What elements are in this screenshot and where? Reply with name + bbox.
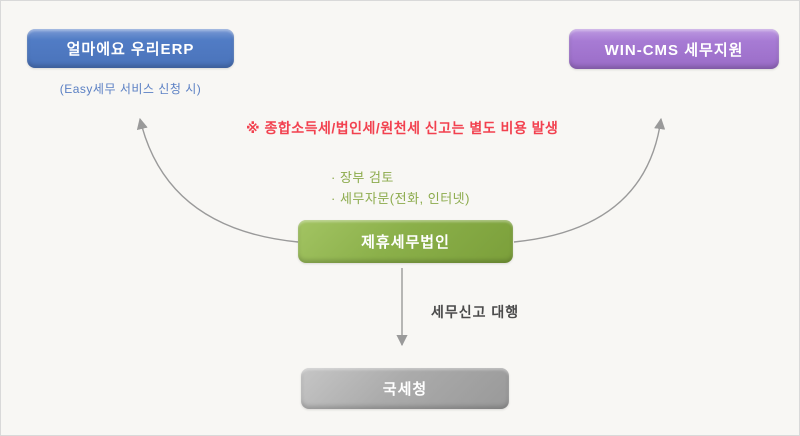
node-nts: 국세청: [301, 368, 509, 409]
erp-caption: (Easy세무 서비스 신청 시): [59, 82, 202, 96]
node-erp: 얼마에요 우리ERP: [27, 29, 234, 68]
node-wincms: WIN-CMS 세무지원: [569, 29, 779, 69]
node-partner: 제휴세무법인: [298, 220, 513, 263]
filing-label: 세무신고 대행: [431, 304, 520, 320]
service-item-bookkeeping: · 장부 검토: [331, 170, 394, 185]
service-item-consulting: · 세무자문(전화, 인터넷): [331, 191, 470, 206]
fee-note: ※ 종합소득세/법인세/원천세 신고는 별도 비용 발생: [246, 120, 559, 136]
service-list: · 장부 검토 · 세무자문(전화, 인터넷): [331, 167, 470, 209]
